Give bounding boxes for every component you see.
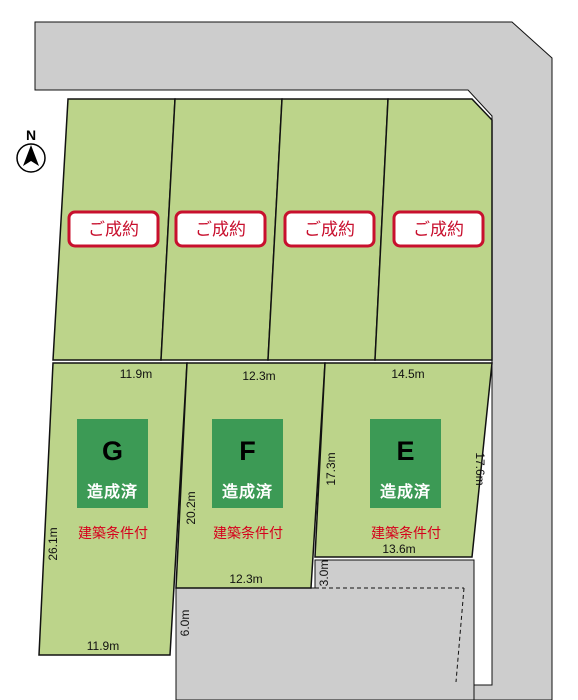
sold-badge-3: ご成約 [283,210,376,248]
north-label: N [26,127,36,143]
sold-badge-4: ご成約 [392,210,485,248]
svg-text:ご成約: ご成約 [88,220,139,240]
dim-f-bottom: 12.3m [229,572,262,586]
lot-g[interactable] [38,362,188,656]
north-arrow: N [16,127,46,173]
lot-f-letter: F [239,436,256,466]
dim-f-top: 12.3m [242,369,275,383]
lot-f-badge: F 造成済 [212,419,283,508]
sold-badge-2: ご成約 [174,210,267,248]
north-pointer-icon [23,145,39,166]
dim-g-left: 26.1m [46,527,60,560]
lot-e-letter: E [396,436,414,466]
lot-e-badge: E 造成済 [370,419,441,508]
dim-e-top: 14.5m [391,367,424,381]
svg-text:ご成約: ご成約 [413,220,464,240]
sold-badge-1: ご成約 [67,210,160,248]
lot-g-letter: G [102,436,123,466]
lot-g-status: 造成済 [87,482,138,501]
dim-e-right: 17.6m [473,452,487,485]
dim-driveway-width: 6.0m [178,610,192,637]
dim-g-top: 11.9m [120,367,152,381]
lot-g-condition: 建築条件付 [78,525,148,542]
svg-text:ご成約: ご成約 [195,220,246,240]
dim-strip-width: 3.0m [317,560,331,587]
lot-e-condition: 建築条件付 [371,525,441,542]
dashed-line-right [455,587,465,683]
dim-g-bottom: 11.9m [87,639,119,653]
lot-e-status: 造成済 [380,482,431,501]
dim-f-left: 20.2m [184,491,198,524]
dim-e-bottom: 13.6m [382,542,415,556]
dim-e-left: 17.3m [324,452,338,485]
lot-g-badge: G 造成済 [77,419,148,508]
lot-f-status: 造成済 [222,482,273,501]
svg-text:ご成約: ご成約 [304,220,355,240]
lot-f-condition: 建築条件付 [213,525,283,542]
